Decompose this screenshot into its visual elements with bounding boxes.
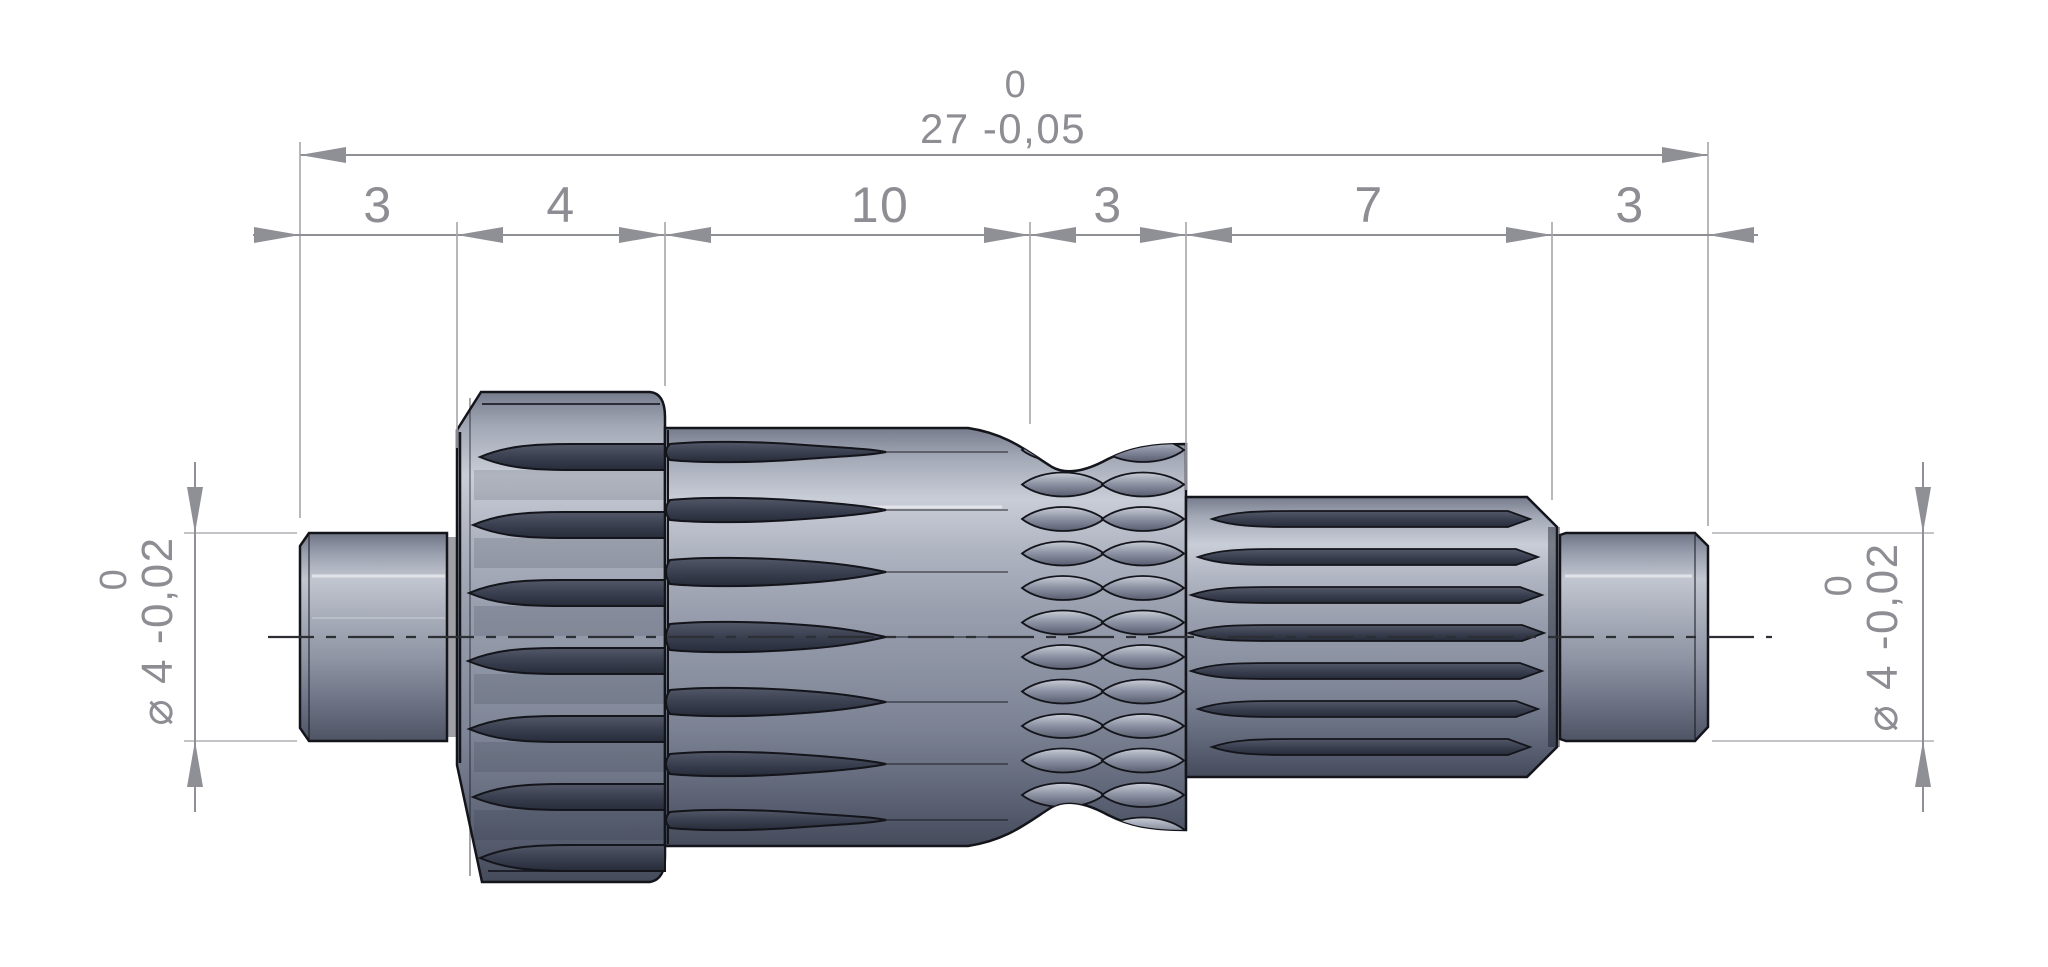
dimension-text: 7 [1354,177,1383,233]
knurl-lens [1100,609,1186,636]
overall-dimension: 27 -0,050 [299,64,1709,526]
dimension-arrow [1708,227,1754,243]
knurl-lens [1100,678,1186,705]
gear-tooth-groove [466,579,666,607]
dimension-arrow [1030,227,1076,243]
dimension-arrow [457,227,503,243]
dimension-text: 27 -0,05 [920,105,1086,152]
dimension-text: 4 [546,177,575,233]
dimension-arrow [619,227,665,243]
spline-groove [1209,738,1533,756]
gear-tooth-shade [474,742,665,772]
dimension-text: 0 [1818,574,1860,597]
flute-groove [665,440,887,464]
knurl-lens [1100,713,1186,739]
spline-groove [1209,510,1533,528]
gear-tooth-groove [470,511,666,539]
spline-groove [1188,586,1545,604]
dimension-text: ⌀ 4 -0,02 [1858,542,1907,731]
dimension-arrow [1186,227,1232,243]
gear-tooth-groove [466,715,666,743]
dimension-arrow [1506,227,1552,243]
flute-groove [665,750,887,778]
dimension-text: 3 [363,177,392,233]
knurl-lens [1100,506,1186,532]
gear-tooth-shade [474,810,665,840]
gear-tooth-groove [465,647,666,675]
dimension-arrow [665,227,711,243]
gear-tooth-groove [477,844,666,872]
dimension-arrow [254,227,300,243]
knurl-lens [1100,471,1186,498]
chain-dimension: 3 4 10 3 7 3 [253,177,1758,500]
gear-tooth-groove [477,443,666,471]
spline-groove [1188,662,1545,680]
knurl-lens [1100,540,1186,567]
dimension-text: 10 [851,177,910,233]
knurl-lens [1020,816,1106,843]
dimension-text: 0 [1005,64,1028,106]
knurl-lens [1100,747,1186,774]
dimension-arrow [187,741,203,787]
gear-tooth-shade [474,470,665,500]
left-diameter-dimension: ⌀ 4 -0,020 [93,462,297,812]
dimension-arrow [187,487,203,533]
flute-groove [665,808,887,832]
spline-groove [1195,700,1541,718]
knurl-lens [1100,644,1186,670]
knurled-section [1020,437,1186,843]
right-diameter-text: ⌀ 4 -0,020 [1818,542,1907,731]
helical-gear-section [455,390,667,884]
dimension-text: 3 [1615,177,1644,233]
flute-groove [665,686,887,718]
gear-tooth-shade [474,538,665,568]
dimension-arrow [300,147,346,163]
dimension-text: 3 [1093,177,1122,233]
left-diameter-text: ⌀ 4 -0,020 [93,536,182,725]
dimension-text: ⌀ 4 -0,02 [133,536,182,725]
spline-groove [1186,624,1547,642]
dimension-text: 0 [93,568,135,591]
part-view [268,390,1772,884]
dimension-arrow [1915,487,1931,533]
dimension-arrow [984,227,1030,243]
gear-tooth-shade [474,674,665,704]
flute-groove [665,496,887,524]
knurl-lens [1100,575,1186,601]
dimension-arrow [1915,741,1931,787]
gear-tooth-shade [474,606,665,636]
knurl-lens [1100,782,1186,808]
dimension-arrow [1662,147,1708,163]
flute-groove [665,556,887,588]
dimension-arrow [1140,227,1186,243]
spline-groove [1195,548,1541,566]
right-diameter-dimension: ⌀ 4 -0,020 [1712,462,1934,812]
gear-tooth-groove [470,783,666,811]
